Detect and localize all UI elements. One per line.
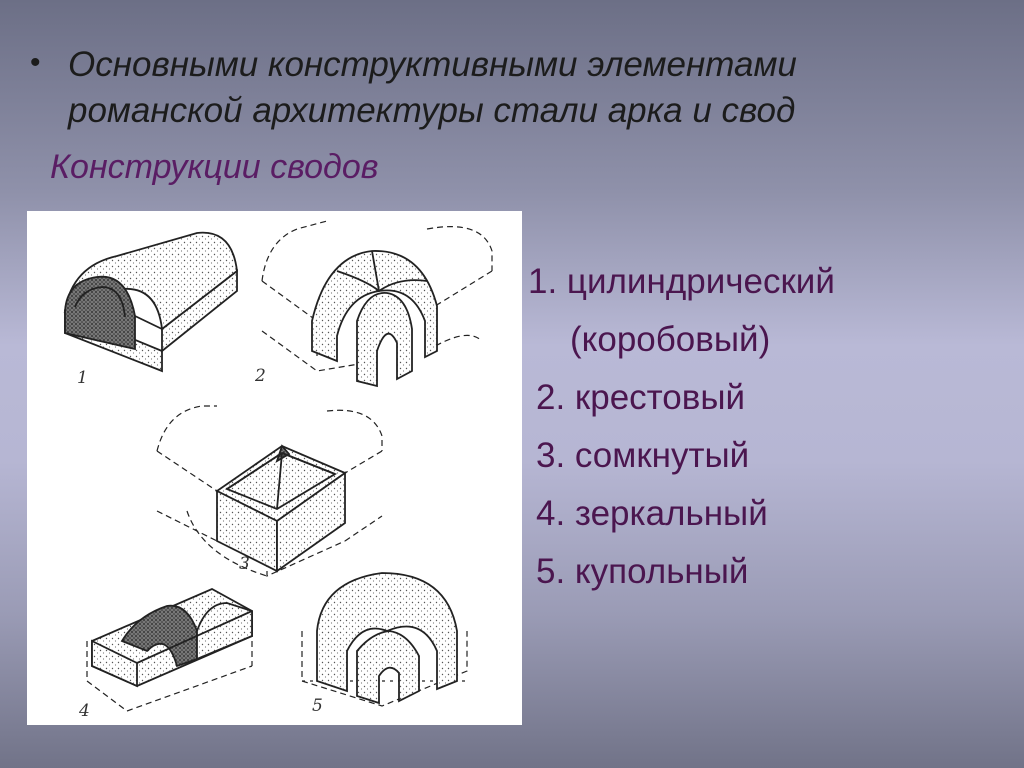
list-item-mirror: 4. зеркальный [536, 494, 768, 533]
figure-label-4: 4 [78, 701, 90, 721]
list-item-cylindrical: 1. цилиндрический [528, 262, 835, 301]
bullet-line-1: Основными конструктивными элементами [68, 45, 797, 84]
list-item-closed: 3. сомкнутый [536, 436, 750, 475]
list-item-cylindrical-alt: (коробовый) [570, 320, 771, 359]
vault-illustration: 1 2 3 4 5 [27, 211, 522, 725]
slide-subtitle: Конструкции сводов [50, 148, 379, 186]
dome-vault-drawing [301, 572, 468, 707]
figure-label-2: 2 [254, 366, 266, 386]
bullet-text: Основными конструктивными элементами ром… [68, 42, 990, 134]
bullet-line-2: романской архитектуры стали арка и свод [68, 91, 796, 130]
figure-label-5: 5 [312, 696, 323, 716]
figure-label-1: 1 [77, 368, 88, 388]
cloister-vault-drawing [156, 405, 383, 577]
bullet-block: • Основными конструктивными элементами р… [30, 42, 990, 134]
bullet-marker: • [30, 46, 41, 79]
barrel-vault-drawing [63, 231, 238, 373]
vault-drawings: 1 2 3 4 5 [63, 220, 493, 721]
cross-vault-drawing [261, 220, 493, 388]
list-item-dome: 5. купольный [536, 552, 749, 591]
list-item-cross: 2. крестовый [536, 378, 746, 417]
figure-label-3: 3 [239, 554, 250, 574]
mirror-vault-drawing [86, 587, 253, 712]
